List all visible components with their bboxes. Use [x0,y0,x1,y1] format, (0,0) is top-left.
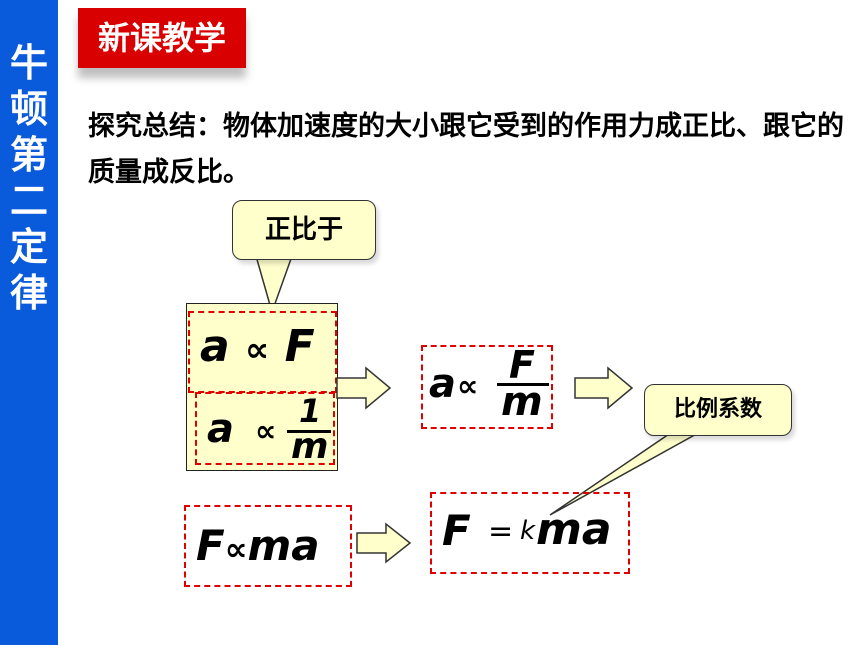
formula-a-prop-f: a ∝ F [188,311,337,393]
formula-op: ∝ [255,414,277,449]
summary-text: 探究总结：物体加速度的大小跟它受到的作用力成正比、跟它的质量成反比。 [88,111,844,188]
formula-op: ∝ [245,330,270,370]
formula-lhs: F [196,521,225,570]
formula-rhs: ma [247,521,320,570]
formula-f-prop-ma: F∝ma [184,505,352,587]
formula-denominator: m [291,426,329,467]
formula-a-prop-f-over-m: a ∝ F m [421,343,553,429]
sidebar: 牛顿第二定律 [0,0,58,645]
formula-rhs: F [284,321,315,372]
formula-lhs: a [207,406,234,452]
formula-numerator: 1 [299,392,322,430]
formula-op: = [488,514,514,549]
proportional-box [186,303,338,471]
arrow-right-icon [574,366,634,410]
formula-f-equals-kma: F = k ma [430,492,630,574]
formula-fraction: 1 m [287,392,331,467]
formula-denominator: m [501,379,543,425]
section-badge: 新课教学 [78,8,246,68]
formula-rhs: ma [536,504,612,555]
formula-a-prop-inv-m: a ∝ 1 m [195,392,335,467]
callout-coefficient: 比例系数 [644,384,792,436]
fraction-bar [497,383,549,386]
formula-numerator: F [509,343,535,387]
formula-k: k [520,516,536,546]
sidebar-title: 牛顿第二定律 [9,41,48,315]
formula-lhs: a [429,361,456,407]
fraction-bar [287,430,331,433]
formula-fraction: F m [497,343,549,427]
formula-lhs: F [442,506,471,555]
formula-op: ∝ [224,530,248,568]
callout-proportional: 正比于 [232,200,376,260]
arrow-right-icon [336,366,392,410]
formula-op: ∝ [457,369,479,404]
formula-lhs: a [200,321,230,372]
arrow-right-icon [356,522,412,564]
